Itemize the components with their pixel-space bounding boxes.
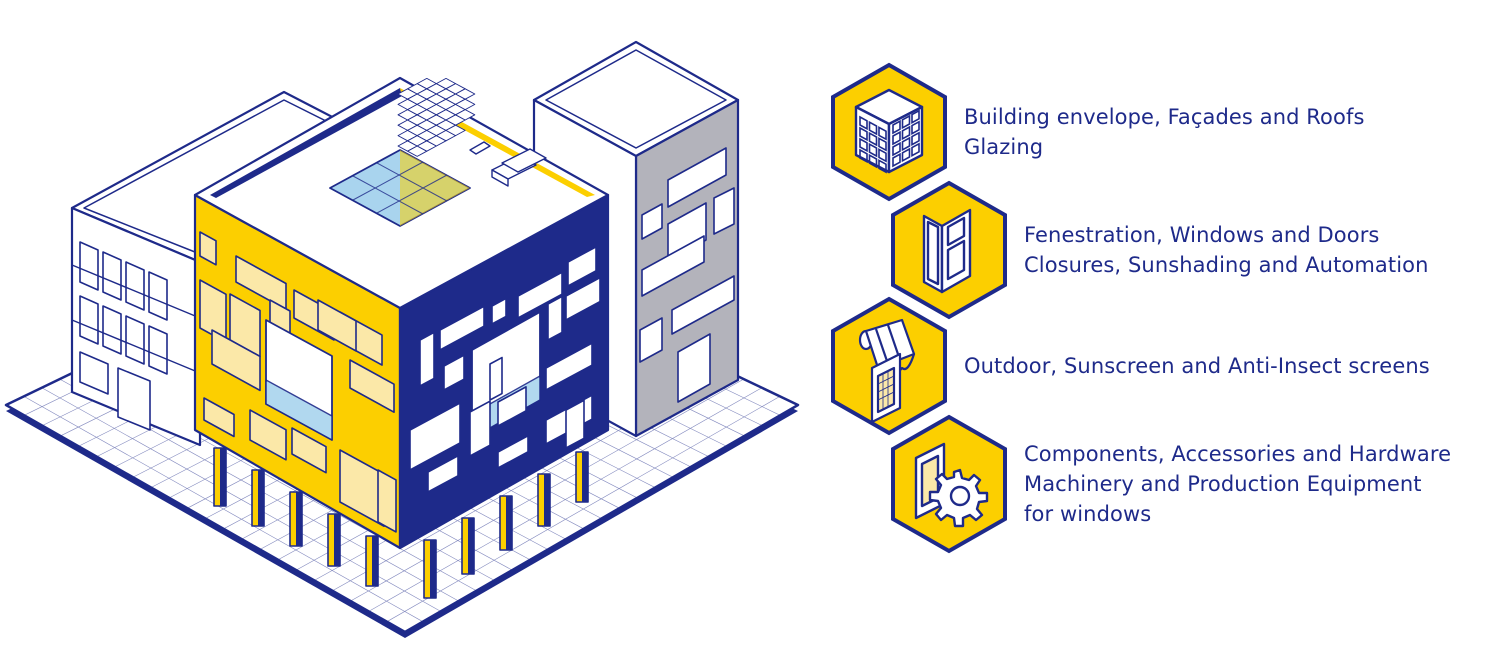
category-outdoor-screens[interactable]: Outdoor, Sunscreen and Anti-Insect scree… [828,296,1430,436]
category-line: Fenestration, Windows and Doors [1024,223,1380,247]
category-building-envelope[interactable]: Building envelope, Façades and Roofs Gla… [828,62,1365,202]
window-door-icon [891,180,1007,320]
category-fenestration[interactable]: Fenestration, Windows and Doors Closures… [888,180,1429,320]
category-line: Components, Accessories and Hardware [1024,442,1452,466]
roof-solar-grid [397,77,476,157]
building-illustration [4,40,800,638]
category-components-hardware[interactable]: Components, Accessories and Hardware Mac… [888,414,1451,554]
category-line: for windows [1024,502,1152,526]
building-facade-icon [831,62,947,202]
category-label: Fenestration, Windows and Doors Closures… [1024,220,1429,280]
category-line: Glazing [964,135,1044,159]
window-gear-icon [891,414,1007,554]
central-cube-building [193,76,610,599]
category-line: Building envelope, Façades and Roofs [964,105,1365,129]
category-line: Closures, Sunshading and Automation [1024,253,1429,277]
category-label: Outdoor, Sunscreen and Anti-Insect scree… [964,351,1430,381]
category-label: Building envelope, Façades and Roofs Gla… [964,102,1365,162]
category-label: Components, Accessories and Hardware Mac… [1024,439,1451,529]
stilts [213,447,589,599]
category-line: Outdoor, Sunscreen and Anti-Insect scree… [964,354,1430,378]
awning-screen-icon [831,296,947,436]
category-line: Machinery and Production Equipment [1024,472,1422,496]
